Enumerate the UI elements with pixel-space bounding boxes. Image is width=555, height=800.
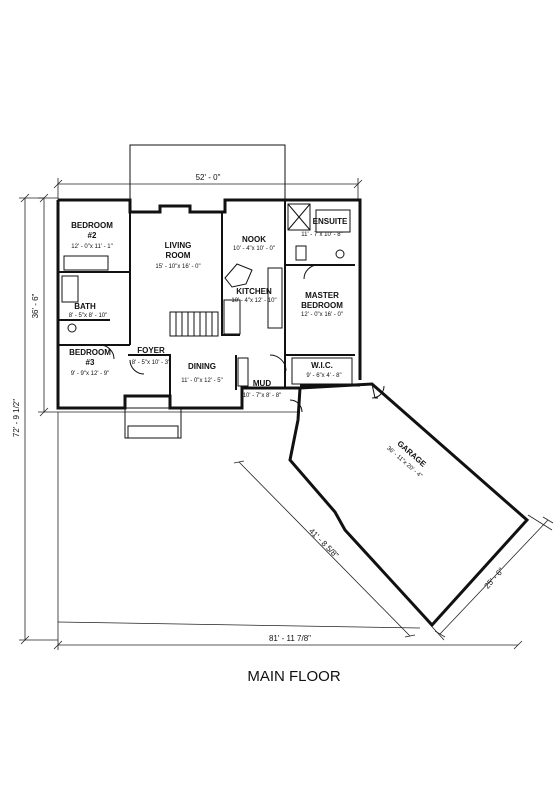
living-name-2: ROOM [166,251,191,260]
dining-size: 11' - 0"x 12' - 5" [181,378,222,384]
foyer-size: 8' - 5"x 10' - 3" [132,360,171,366]
garage-walls [288,382,530,628]
dim-garage-diagonal: 41' - 8 5/8" [307,527,340,560]
bath-size: 8' - 5"x 8' - 10" [69,313,108,319]
kitchen-size: 10' - 4"x 12' - 10" [231,298,276,304]
dim-left-inner: 36' - 6" [31,293,40,318]
mud-name: MUD [253,379,271,388]
dimension-lines [19,178,554,650]
nook-size: 10' - 4"x 10' - 0" [233,246,275,252]
mud-size: 10' - 7"x 8' - 8" [243,393,282,399]
nook-name: NOOK [242,235,266,244]
bedroom2-size: 12' - 0"x 11' - 1" [71,244,112,250]
dim-left-outer: 72' - 9 1/2" [12,399,21,437]
rear-porch [129,144,286,200]
foyer-name: FOYER [137,346,165,355]
bedroom3-size: 9' - 9"x 12' - 9" [71,371,110,377]
bath-name: BATH [74,302,96,311]
ensuite-size: 11' - 7"x 10' - 8" [301,232,342,238]
ensuite-name: ENSUITE [313,217,348,226]
dining-name: DINING [188,362,216,371]
living-size: 15' - 10"x 16' - 0" [155,264,200,270]
bedroom2-name: BEDROOM [71,221,113,230]
bedroom3-name: BEDROOM [69,348,111,357]
wic-name: W.I.C. [311,361,333,370]
dim-bottom: 81' - 11 7/8" [269,634,311,643]
living-name: LIVING [165,241,192,250]
wic-size: 9' - 6"x 4' - 8" [306,373,341,379]
dim-garage-side: 25' - 6" [482,566,505,591]
plan-title: MAIN FLOOR [247,668,341,685]
room-labels: BEDROOM #2 12' - 0"x 11' - 1" LIVING ROO… [69,217,429,479]
kitchen-name: KITCHEN [236,287,272,296]
bedroom2-number: #2 [88,231,97,240]
fixtures [61,203,353,439]
bedroom3-number: #3 [86,358,95,367]
master-name-2: BEDROOM [301,301,343,310]
dim-top: 52' - 0" [196,173,221,182]
master-name: MASTER [305,291,339,300]
master-size: 12' - 0"x 16' - 0" [301,312,343,318]
